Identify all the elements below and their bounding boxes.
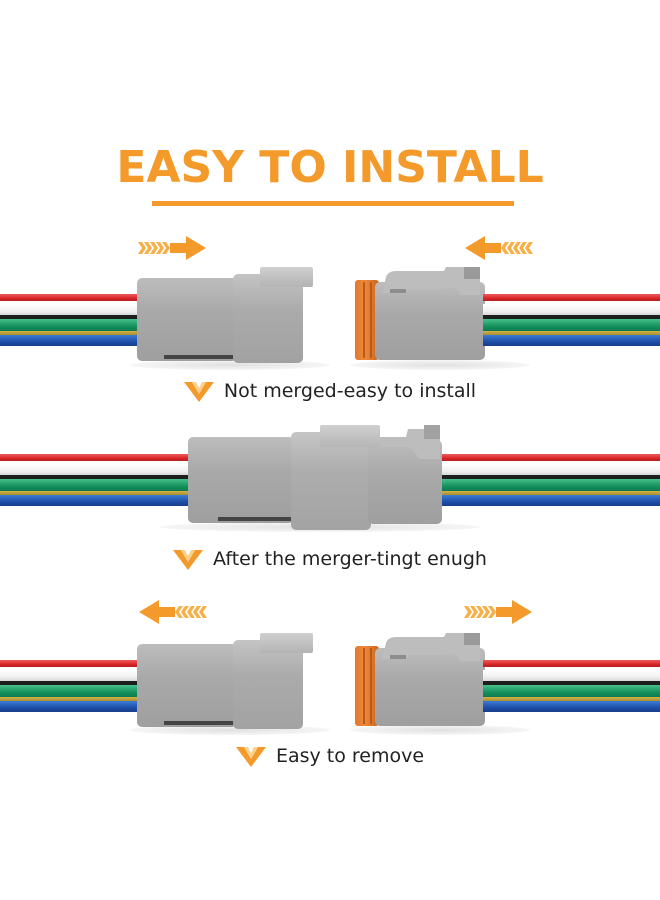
check-chevron-icon [235, 747, 266, 767]
caption-remove: Easy to remove [0, 745, 660, 767]
caption-merged: After the merger-tingt enugh [0, 548, 660, 570]
caption-not-merged: Not merged-easy to install [0, 380, 660, 402]
page-title: EASY TO INSTALL [116, 142, 544, 193]
latch [382, 267, 480, 295]
caption-text: After the merger-tingt enugh [213, 548, 487, 570]
wire-bundle-left [0, 452, 192, 506]
wire-bundle-left [0, 658, 142, 712]
check-chevron-icon [183, 382, 214, 402]
chevron-arrow-right-icon [138, 236, 206, 260]
wire-bundle-right [483, 658, 660, 712]
chevron-arrow-right-icon [464, 600, 532, 624]
title-underline [152, 201, 514, 206]
check-chevron-icon [173, 550, 204, 570]
chevron-arrow-left-icon [465, 236, 533, 260]
latch [380, 425, 440, 459]
wire-bundle-right [483, 292, 660, 346]
latch [382, 633, 480, 661]
caption-text: Easy to remove [275, 745, 425, 767]
chevron-arrow-left-icon [139, 600, 207, 624]
caption-text: Not merged-easy to install [223, 380, 477, 402]
wire-bundle-left [0, 292, 142, 346]
wire-bundle-right [440, 452, 660, 506]
